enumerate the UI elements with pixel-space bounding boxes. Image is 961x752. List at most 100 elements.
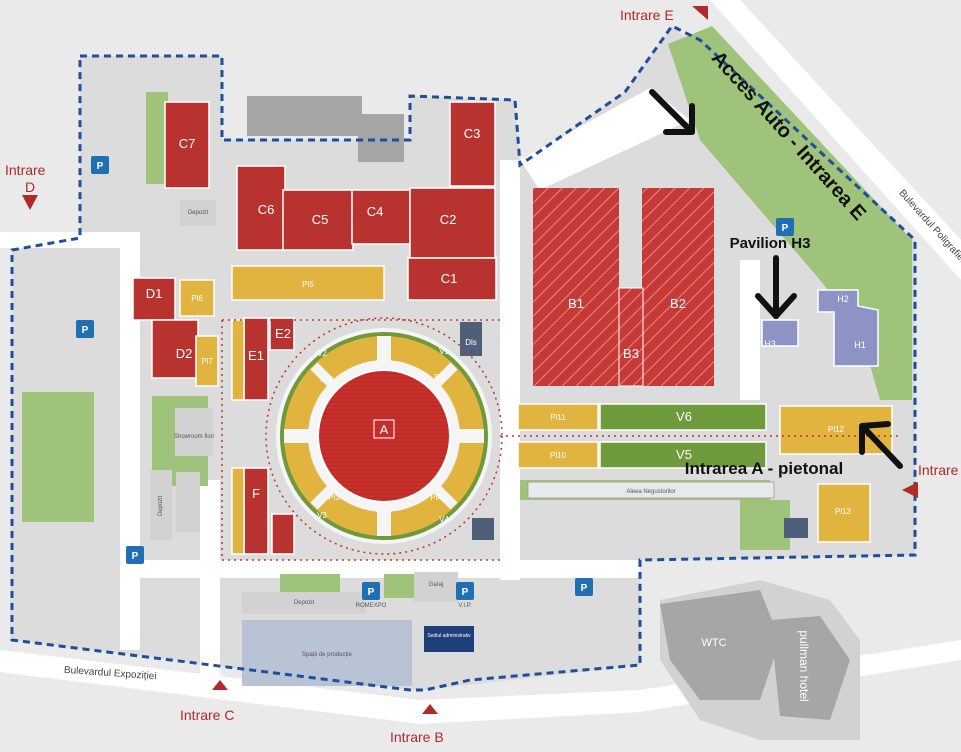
entrance-a-label[interactable]: Intrare A (918, 462, 961, 478)
pavilion-v6[interactable] (599, 403, 767, 431)
svg-text:P: P (82, 325, 89, 336)
hall-c7[interactable] (164, 101, 210, 189)
label-c5: C5 (312, 212, 329, 227)
pavilion-pi13[interactable] (817, 483, 871, 543)
arrow-acces-auto (649, 89, 695, 135)
hall-c3[interactable] (449, 101, 496, 187)
hall-e1[interactable] (243, 317, 269, 401)
parking-sign-7[interactable]: P (776, 218, 794, 236)
label-b2: B2 (670, 296, 686, 311)
annex-g2 (472, 518, 494, 540)
hall-b3[interactable] (618, 287, 644, 387)
green-south (280, 574, 340, 596)
entrance-d-label-line1[interactable]: Intrare (5, 162, 46, 178)
hall-h1-h2[interactable] (817, 289, 879, 367)
label-pi7: Pl7 (201, 357, 213, 366)
building-sediul-admin (424, 626, 474, 652)
pavilion-pi5[interactable] (231, 265, 385, 301)
pavilion-pi11[interactable] (517, 403, 599, 431)
arrow-intrarea-a (861, 425, 903, 469)
building-north (247, 96, 362, 136)
annotation-pavilion-h3: Pavilion H3 (730, 235, 811, 252)
label-pi10: Pl10 (550, 451, 567, 460)
green-west (22, 392, 94, 522)
hall-e2[interactable] (269, 317, 295, 351)
hall-c1[interactable] (407, 257, 497, 301)
label-aleea: Aleea Negustorilor (626, 489, 675, 495)
label-e1: E1 (248, 348, 264, 363)
entrance-a-arrow (902, 482, 918, 498)
label-v5: V5 (676, 447, 692, 462)
pavilion-pi12[interactable] (779, 405, 893, 455)
pullman-building (770, 616, 850, 720)
pedestrian-routes (221, 317, 900, 561)
building-depozit-s (242, 592, 366, 614)
label-b1: B1 (568, 296, 584, 311)
label-c6: C6 (258, 202, 275, 217)
label-pi2: Pl2 (320, 375, 332, 384)
svg-text:P: P (581, 583, 588, 594)
entrance-c-label[interactable]: Intrare C (180, 707, 234, 723)
hall-d2[interactable] (151, 319, 199, 379)
parking-sign-5[interactable]: P (456, 582, 474, 600)
label-c7: C7 (179, 136, 196, 151)
svg-text:P: P (782, 223, 789, 234)
pavilion-pi6[interactable] (179, 279, 215, 317)
road-north-east (520, 88, 690, 190)
label-depozit-north: Depozit (188, 210, 209, 216)
annex-dls (460, 322, 482, 356)
label-h3: H3 (764, 339, 776, 349)
label-sediul-admin: Sediul administrativ (427, 633, 471, 639)
road-sw (200, 480, 220, 680)
building-garaj (414, 572, 458, 602)
parking-sign-2[interactable]: P (76, 320, 94, 338)
hall-h3[interactable] (761, 319, 799, 347)
pavilion-v5[interactable] (599, 441, 767, 469)
hall-c5[interactable] (282, 189, 354, 251)
hall-a[interactable] (317, 369, 451, 503)
entrance-e-arrow (692, 6, 708, 20)
hall-c6[interactable] (236, 165, 286, 251)
green-east (740, 500, 790, 550)
hall-d1[interactable] (132, 277, 176, 321)
entrance-d-label-line2[interactable]: D (25, 179, 35, 195)
parking-sign-4[interactable]: P (362, 582, 380, 600)
label-pi12: Pl12 (828, 425, 845, 434)
building-north-2 (358, 114, 404, 162)
label-pi4: Pl4 (430, 493, 442, 502)
label-a: A (380, 422, 389, 437)
parking-sign-3[interactable]: P (126, 546, 144, 564)
label-h2: H2 (837, 294, 849, 304)
hall-b1[interactable] (533, 188, 619, 386)
building-showroom (175, 408, 213, 456)
hall-f[interactable] (243, 467, 269, 555)
label-v4: V4 (439, 515, 449, 524)
road-central (500, 160, 520, 580)
label-e2: E2 (275, 326, 291, 341)
hall-teatru (271, 513, 295, 555)
label-spatii-productie: Spații de producție (302, 652, 352, 658)
wtc-building (660, 590, 780, 700)
svg-text:P: P (462, 587, 469, 598)
pavilion-pi10[interactable] (517, 441, 599, 469)
parking-sign-6[interactable]: P (575, 578, 593, 596)
entrance-e-label[interactable]: Intrare E (620, 7, 674, 23)
hall-c2[interactable] (409, 187, 496, 259)
aleea-negustorilor (527, 481, 775, 499)
label-a-box (373, 419, 395, 439)
pavilion-pi7[interactable] (195, 335, 219, 387)
annotation-intrarea-a: Intrarea A - pietonal (685, 459, 843, 478)
entrance-b-label[interactable]: Intrare B (390, 729, 444, 745)
label-v6: V6 (676, 409, 692, 424)
label-pi11: Pl11 (550, 413, 566, 422)
pavilion-e-strip (231, 319, 245, 401)
road-east (740, 260, 760, 400)
label-v3: V3 (317, 511, 327, 520)
label-depozit-west: Depozit (158, 495, 164, 516)
building-spatii-productie (242, 620, 412, 686)
hall-c4[interactable] (351, 189, 411, 245)
annex-g4 (784, 518, 808, 538)
parking-sign-1[interactable]: P (91, 156, 109, 174)
hall-b2[interactable] (642, 188, 714, 386)
